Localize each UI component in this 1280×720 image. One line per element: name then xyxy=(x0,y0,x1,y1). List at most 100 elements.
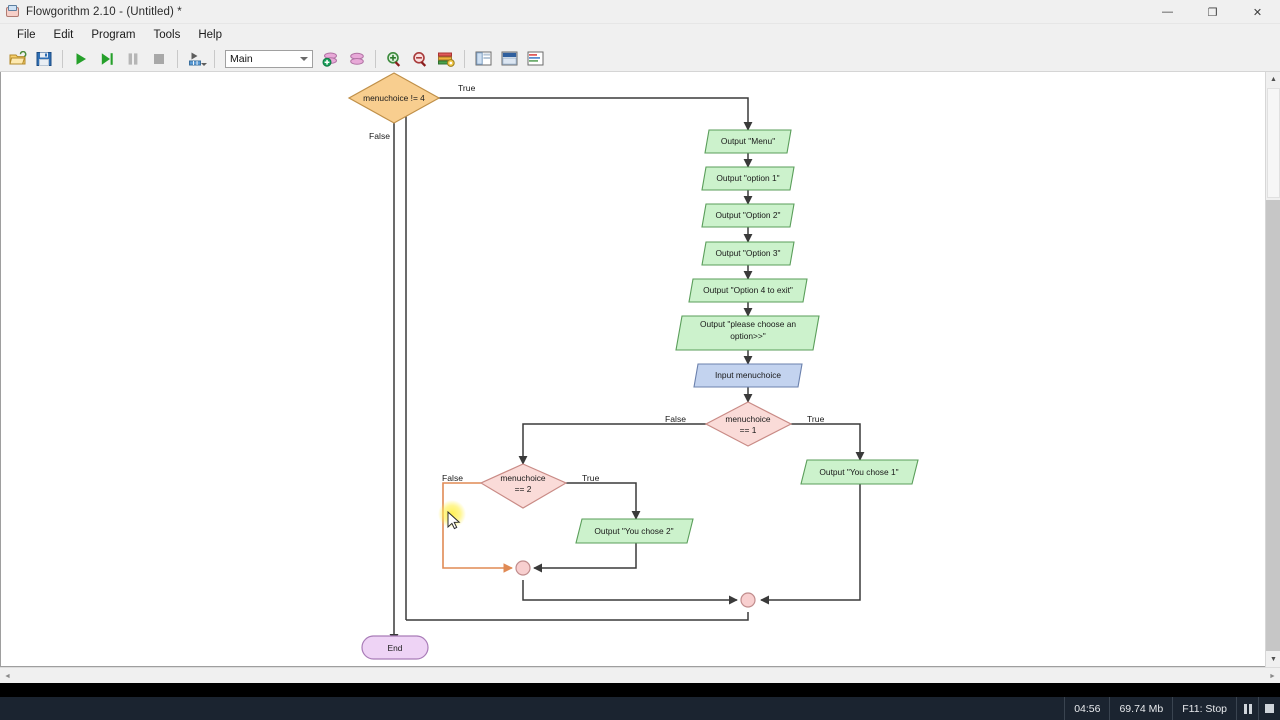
function-select[interactable]: Main xyxy=(225,49,313,68)
decision-1-line1: menuchoice xyxy=(725,414,771,424)
decision-1-true-label: True xyxy=(807,414,825,424)
generate-code-button[interactable] xyxy=(184,48,208,70)
decision-2-false-label: False xyxy=(442,473,463,483)
close-button[interactable]: ✕ xyxy=(1252,6,1263,19)
scroll-thumb[interactable] xyxy=(1267,88,1280,198)
status-stop-button[interactable] xyxy=(1258,697,1280,720)
scroll-down-icon[interactable]: ▼ xyxy=(1270,656,1277,663)
status-bar: 04:56 69.74 Mb F11: Stop xyxy=(0,697,1280,720)
chevron-down-icon[interactable] xyxy=(201,62,207,66)
flowchart-canvas[interactable]: menuchoice != 4 True False Output "Menu"… xyxy=(0,72,1280,667)
menu-bar: File Edit Program Tools Help xyxy=(0,24,1280,46)
while-node-text: menuchoice != 4 xyxy=(363,93,425,103)
attributes-icon xyxy=(438,52,455,67)
decision-node-1: menuchoice == 1 xyxy=(704,401,793,447)
chevron-down-icon xyxy=(300,56,308,61)
stop-button[interactable] xyxy=(147,48,171,70)
output-choice2-text: Output "You chose 2" xyxy=(594,526,673,536)
functions-button[interactable] xyxy=(345,48,369,70)
minimize-button[interactable]: — xyxy=(1162,6,1173,18)
output-node-5: Output "Option 4 to exit" xyxy=(688,278,808,303)
play-icon xyxy=(76,52,86,65)
connector-node-1 xyxy=(515,560,531,576)
menu-edit[interactable]: Edit xyxy=(53,29,74,41)
output-node-2: Output "option 1" xyxy=(701,166,795,191)
menu-tools[interactable]: Tools xyxy=(153,29,181,41)
flowchart-diagram: menuchoice != 4 True False Output "Menu"… xyxy=(347,72,919,660)
vertical-scrollbar[interactable]: ▲ ▼ xyxy=(1265,72,1280,667)
panel-lines-icon xyxy=(527,51,543,66)
output-node-3: Output "Option 2" xyxy=(701,203,795,228)
zoom-in-icon xyxy=(386,51,400,67)
view-source-button[interactable] xyxy=(523,48,547,70)
input-node-text: Input menuchoice xyxy=(715,370,781,380)
pause-button[interactable] xyxy=(121,48,145,70)
menu-program[interactable]: Program xyxy=(91,29,136,41)
scroll-left-icon[interactable]: ◄ xyxy=(4,672,11,680)
output-node-4-text: Output "Option 3" xyxy=(715,248,780,258)
menu-help[interactable]: Help xyxy=(198,29,222,41)
toolbar: Main xyxy=(0,46,1280,72)
run-button[interactable] xyxy=(69,48,93,70)
generate-code-icon xyxy=(189,52,201,65)
output-choice1-text: Output "You chose 1" xyxy=(819,467,898,477)
function-select-value: Main xyxy=(230,52,253,65)
status-memory: 69.74 Mb xyxy=(1109,697,1172,720)
connector-node-2 xyxy=(740,592,756,608)
pause-icon xyxy=(128,52,138,65)
decision-2-line2: == 2 xyxy=(515,484,532,494)
scroll-right-icon[interactable]: ► xyxy=(1269,672,1276,680)
flowchart-surface[interactable]: menuchoice != 4 True False Output "Menu"… xyxy=(1,72,1266,665)
panel-left-icon xyxy=(475,51,491,66)
output-node-5-text: Output "Option 4 to exit" xyxy=(703,285,793,295)
output-node-1: Output "Menu" xyxy=(704,129,792,154)
selected-edge xyxy=(442,482,513,573)
decision-1-false-label: False xyxy=(665,414,686,424)
zoom-out-button[interactable] xyxy=(408,48,432,70)
scroll-track[interactable] xyxy=(1266,200,1280,651)
view-variables-button[interactable] xyxy=(471,48,495,70)
output-choice1-node: Output "You chose 1" xyxy=(800,459,919,485)
functions-stack-icon xyxy=(350,52,364,65)
horizontal-scrollbar[interactable]: ◄ ► xyxy=(0,667,1280,683)
click-highlight xyxy=(438,500,466,528)
output-node-2-text: Output "option 1" xyxy=(716,173,779,183)
end-node-text: End xyxy=(388,643,403,653)
output-node-1-text: Output "Menu" xyxy=(721,136,775,146)
while-true-label: True xyxy=(458,83,476,93)
save-disk-icon xyxy=(36,51,52,66)
while-false-label: False xyxy=(369,131,390,141)
status-hotkey: F11: Stop xyxy=(1172,697,1236,720)
add-function-button[interactable] xyxy=(319,48,343,70)
view-console-button[interactable] xyxy=(497,48,521,70)
open-folder-icon xyxy=(9,50,27,64)
step-button[interactable] xyxy=(95,48,119,70)
open-button[interactable] xyxy=(6,48,30,70)
window-title: Flowgorithm 2.10 - (Untitled) * xyxy=(26,5,182,18)
scroll-up-icon[interactable]: ▲ xyxy=(1270,76,1277,83)
decision-1-line2: == 1 xyxy=(740,425,757,435)
window-controls: — ❐ ✕ xyxy=(1145,0,1280,24)
decision-2-true-label: True xyxy=(582,473,600,483)
mouse-cursor xyxy=(447,510,461,530)
while-node: menuchoice != 4 xyxy=(347,72,441,124)
status-time: 04:56 xyxy=(1064,697,1109,720)
status-pause-button[interactable] xyxy=(1236,697,1258,720)
output-choice2-node: Output "You chose 2" xyxy=(575,518,694,544)
output-prompt-node: Output "please choose an option>>" xyxy=(675,315,820,351)
maximize-button[interactable]: ❐ xyxy=(1207,6,1218,19)
save-button[interactable] xyxy=(32,48,56,70)
output-prompt-line2: option>>" xyxy=(730,331,766,341)
zoom-out-icon xyxy=(412,51,426,67)
decision-2-line1: menuchoice xyxy=(500,473,546,483)
attributes-button[interactable] xyxy=(434,48,458,70)
output-node-4: Output "Option 3" xyxy=(701,241,795,266)
stop-icon xyxy=(1265,704,1274,713)
input-node: Input menuchoice xyxy=(693,363,803,388)
end-node: End xyxy=(361,635,429,660)
stop-icon xyxy=(154,53,164,64)
output-prompt-line1: Output "please choose an xyxy=(700,319,796,329)
zoom-in-button[interactable] xyxy=(382,48,406,70)
menu-file[interactable]: File xyxy=(17,29,36,41)
step-forward-icon xyxy=(101,52,113,65)
